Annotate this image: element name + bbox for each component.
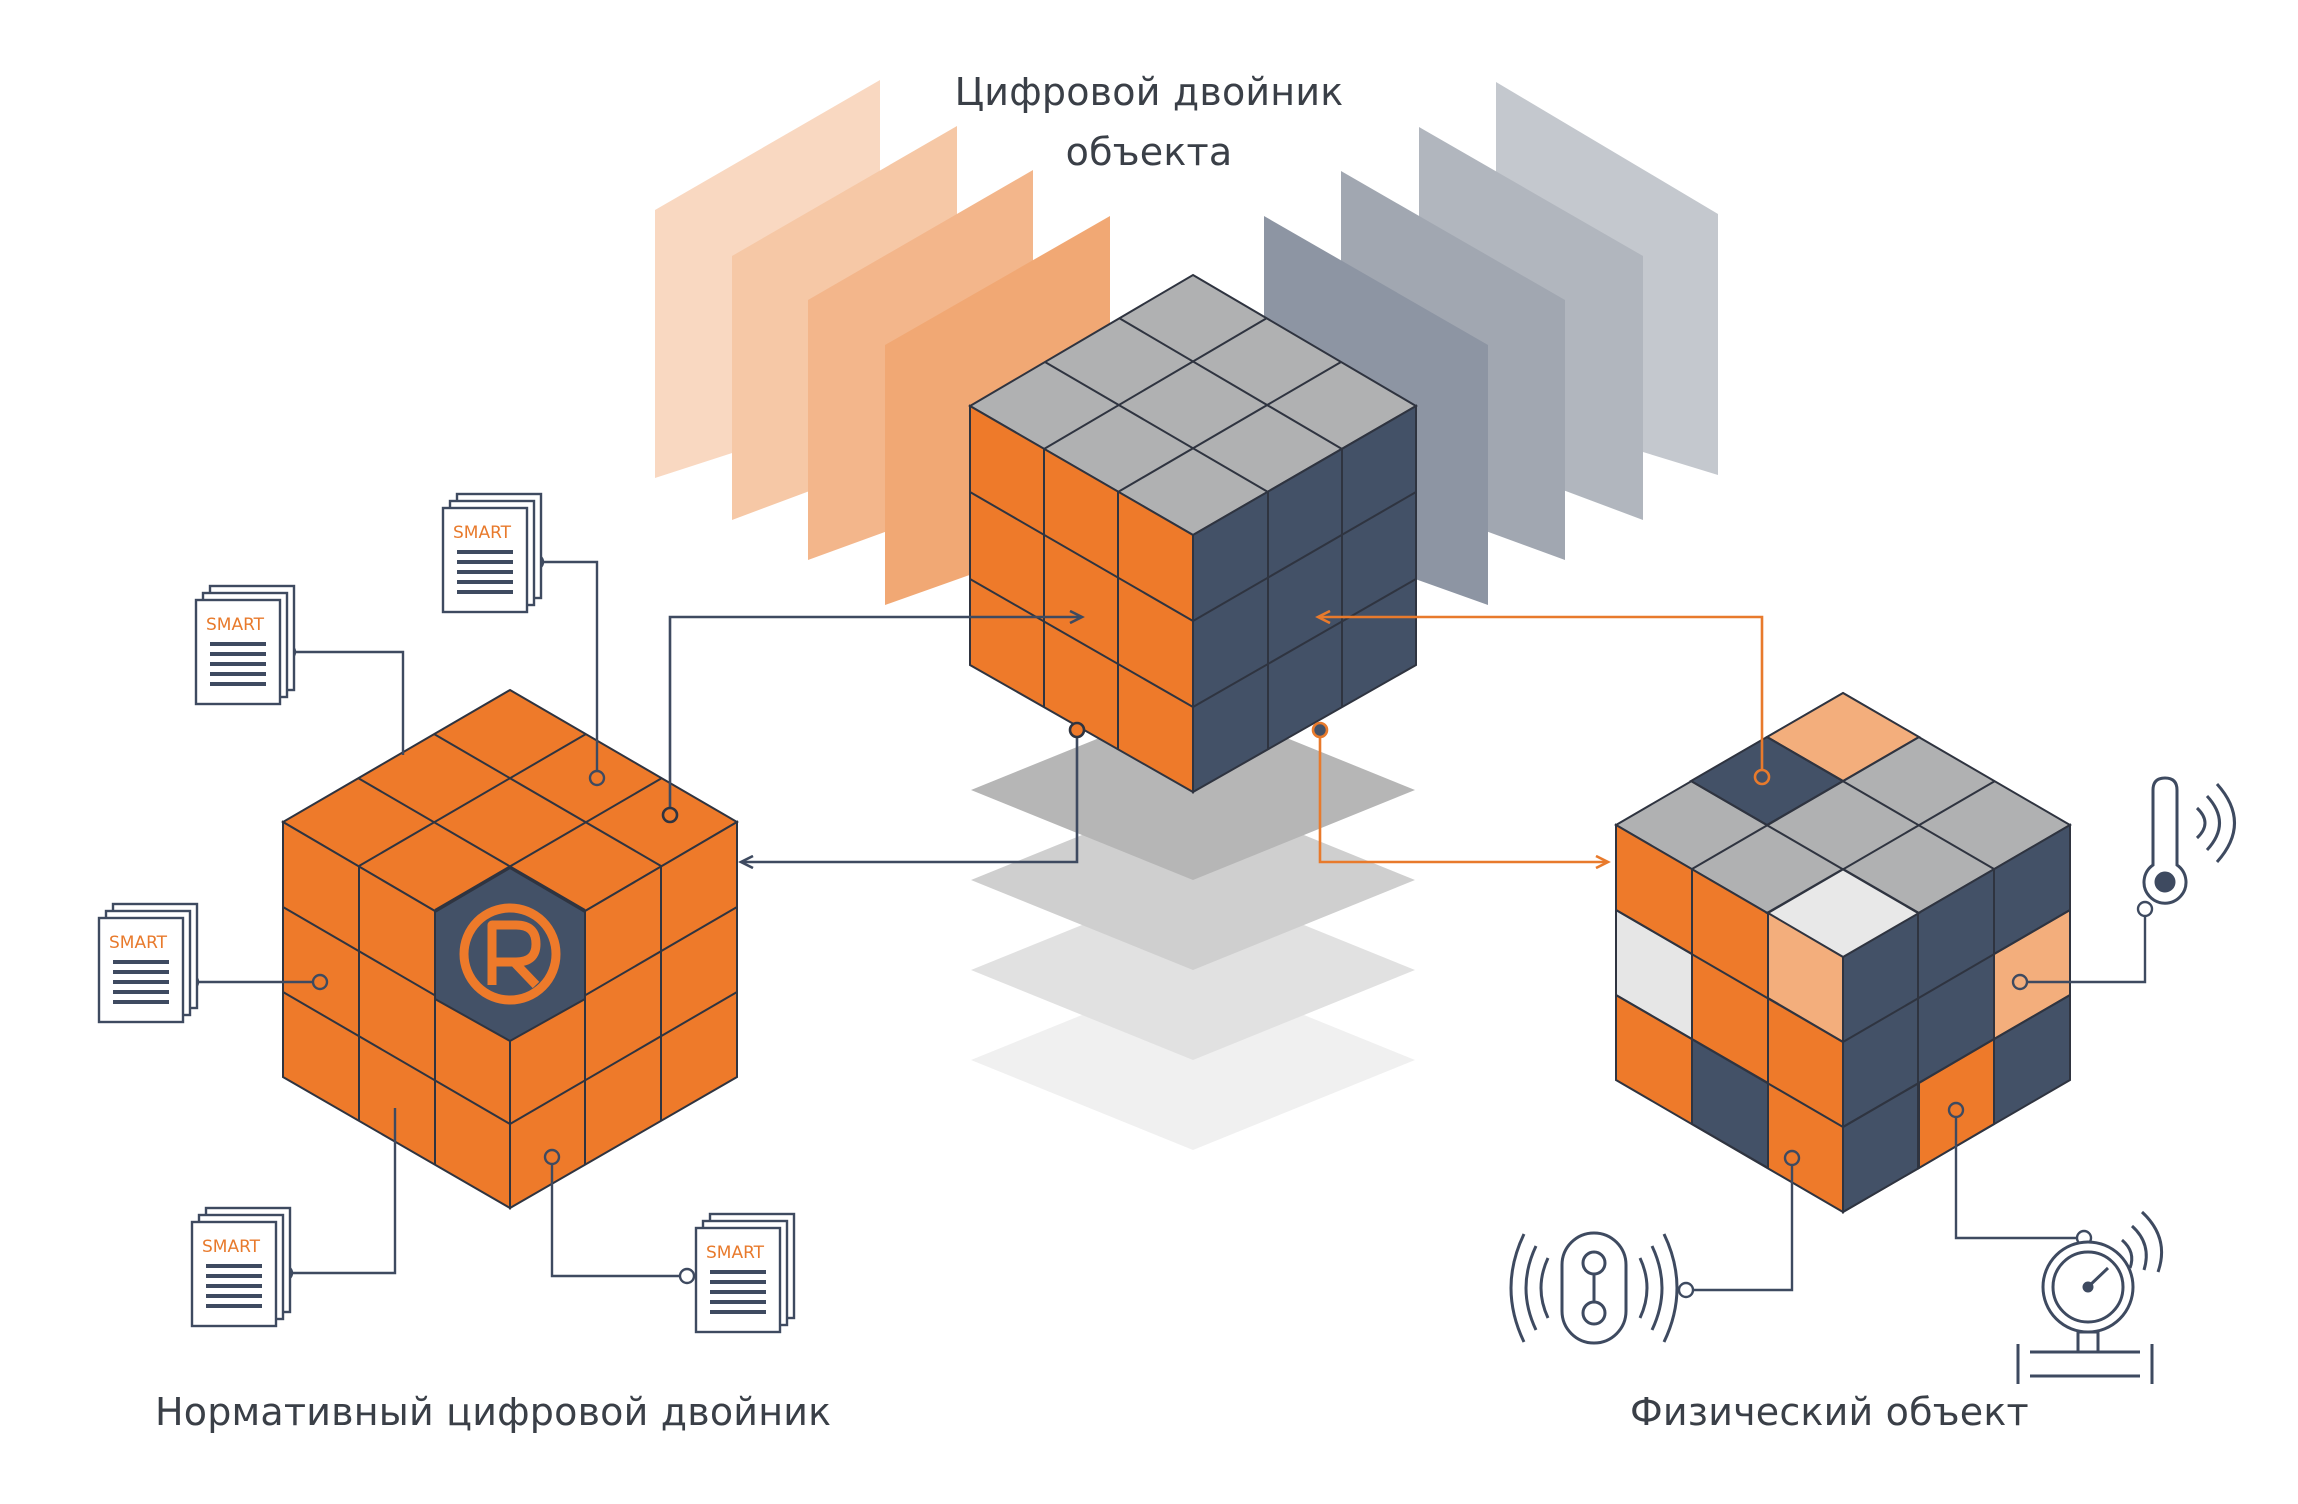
document-icon: SMART xyxy=(694,1212,796,1334)
svg-text:SMART: SMART xyxy=(206,615,265,635)
svg-text:SMART: SMART xyxy=(109,933,168,953)
document-icon: SMART xyxy=(190,1206,292,1328)
connector-lines xyxy=(668,617,1764,862)
document-connectors xyxy=(191,560,687,1278)
svg-text:SMART: SMART xyxy=(706,1243,765,1263)
center-cube xyxy=(968,273,1418,794)
svg-text:SMART: SMART xyxy=(453,523,512,543)
document-icon: SMART xyxy=(194,584,296,706)
sensor-connectors xyxy=(1686,909,2147,1292)
pressure-gauge-icon xyxy=(2016,1210,2164,1384)
arrow-left-to-center xyxy=(668,617,1082,815)
connector-dots xyxy=(661,721,1771,824)
document-icon: SMART xyxy=(97,902,199,1024)
arrow-physical-to-center xyxy=(1318,617,1764,777)
flow-meter-icon xyxy=(1509,1231,1679,1345)
logo-r-icon xyxy=(434,866,586,1043)
svg-text:SMART: SMART xyxy=(202,1237,261,1257)
thermometer-icon xyxy=(2142,776,2188,905)
sensor-dots xyxy=(1677,900,2154,1299)
document-icon: SMART xyxy=(441,492,543,614)
right-cube xyxy=(1614,691,2072,1214)
signal-waves-icon xyxy=(2195,782,2236,864)
center-cube-caption: Цифровой двойник объекта xyxy=(0,62,2298,182)
caption-line-2: объекта xyxy=(1065,130,1233,174)
right-cube-caption: Физический объект xyxy=(1630,1390,2029,1434)
left-cube-caption: Нормативный цифровой двойник xyxy=(155,1390,832,1434)
caption-line-1: Цифровой двойник xyxy=(954,70,1344,114)
arrow-center-to-left xyxy=(741,730,1079,862)
arrow-center-to-physical xyxy=(1318,730,1608,862)
left-cube xyxy=(281,688,739,1210)
